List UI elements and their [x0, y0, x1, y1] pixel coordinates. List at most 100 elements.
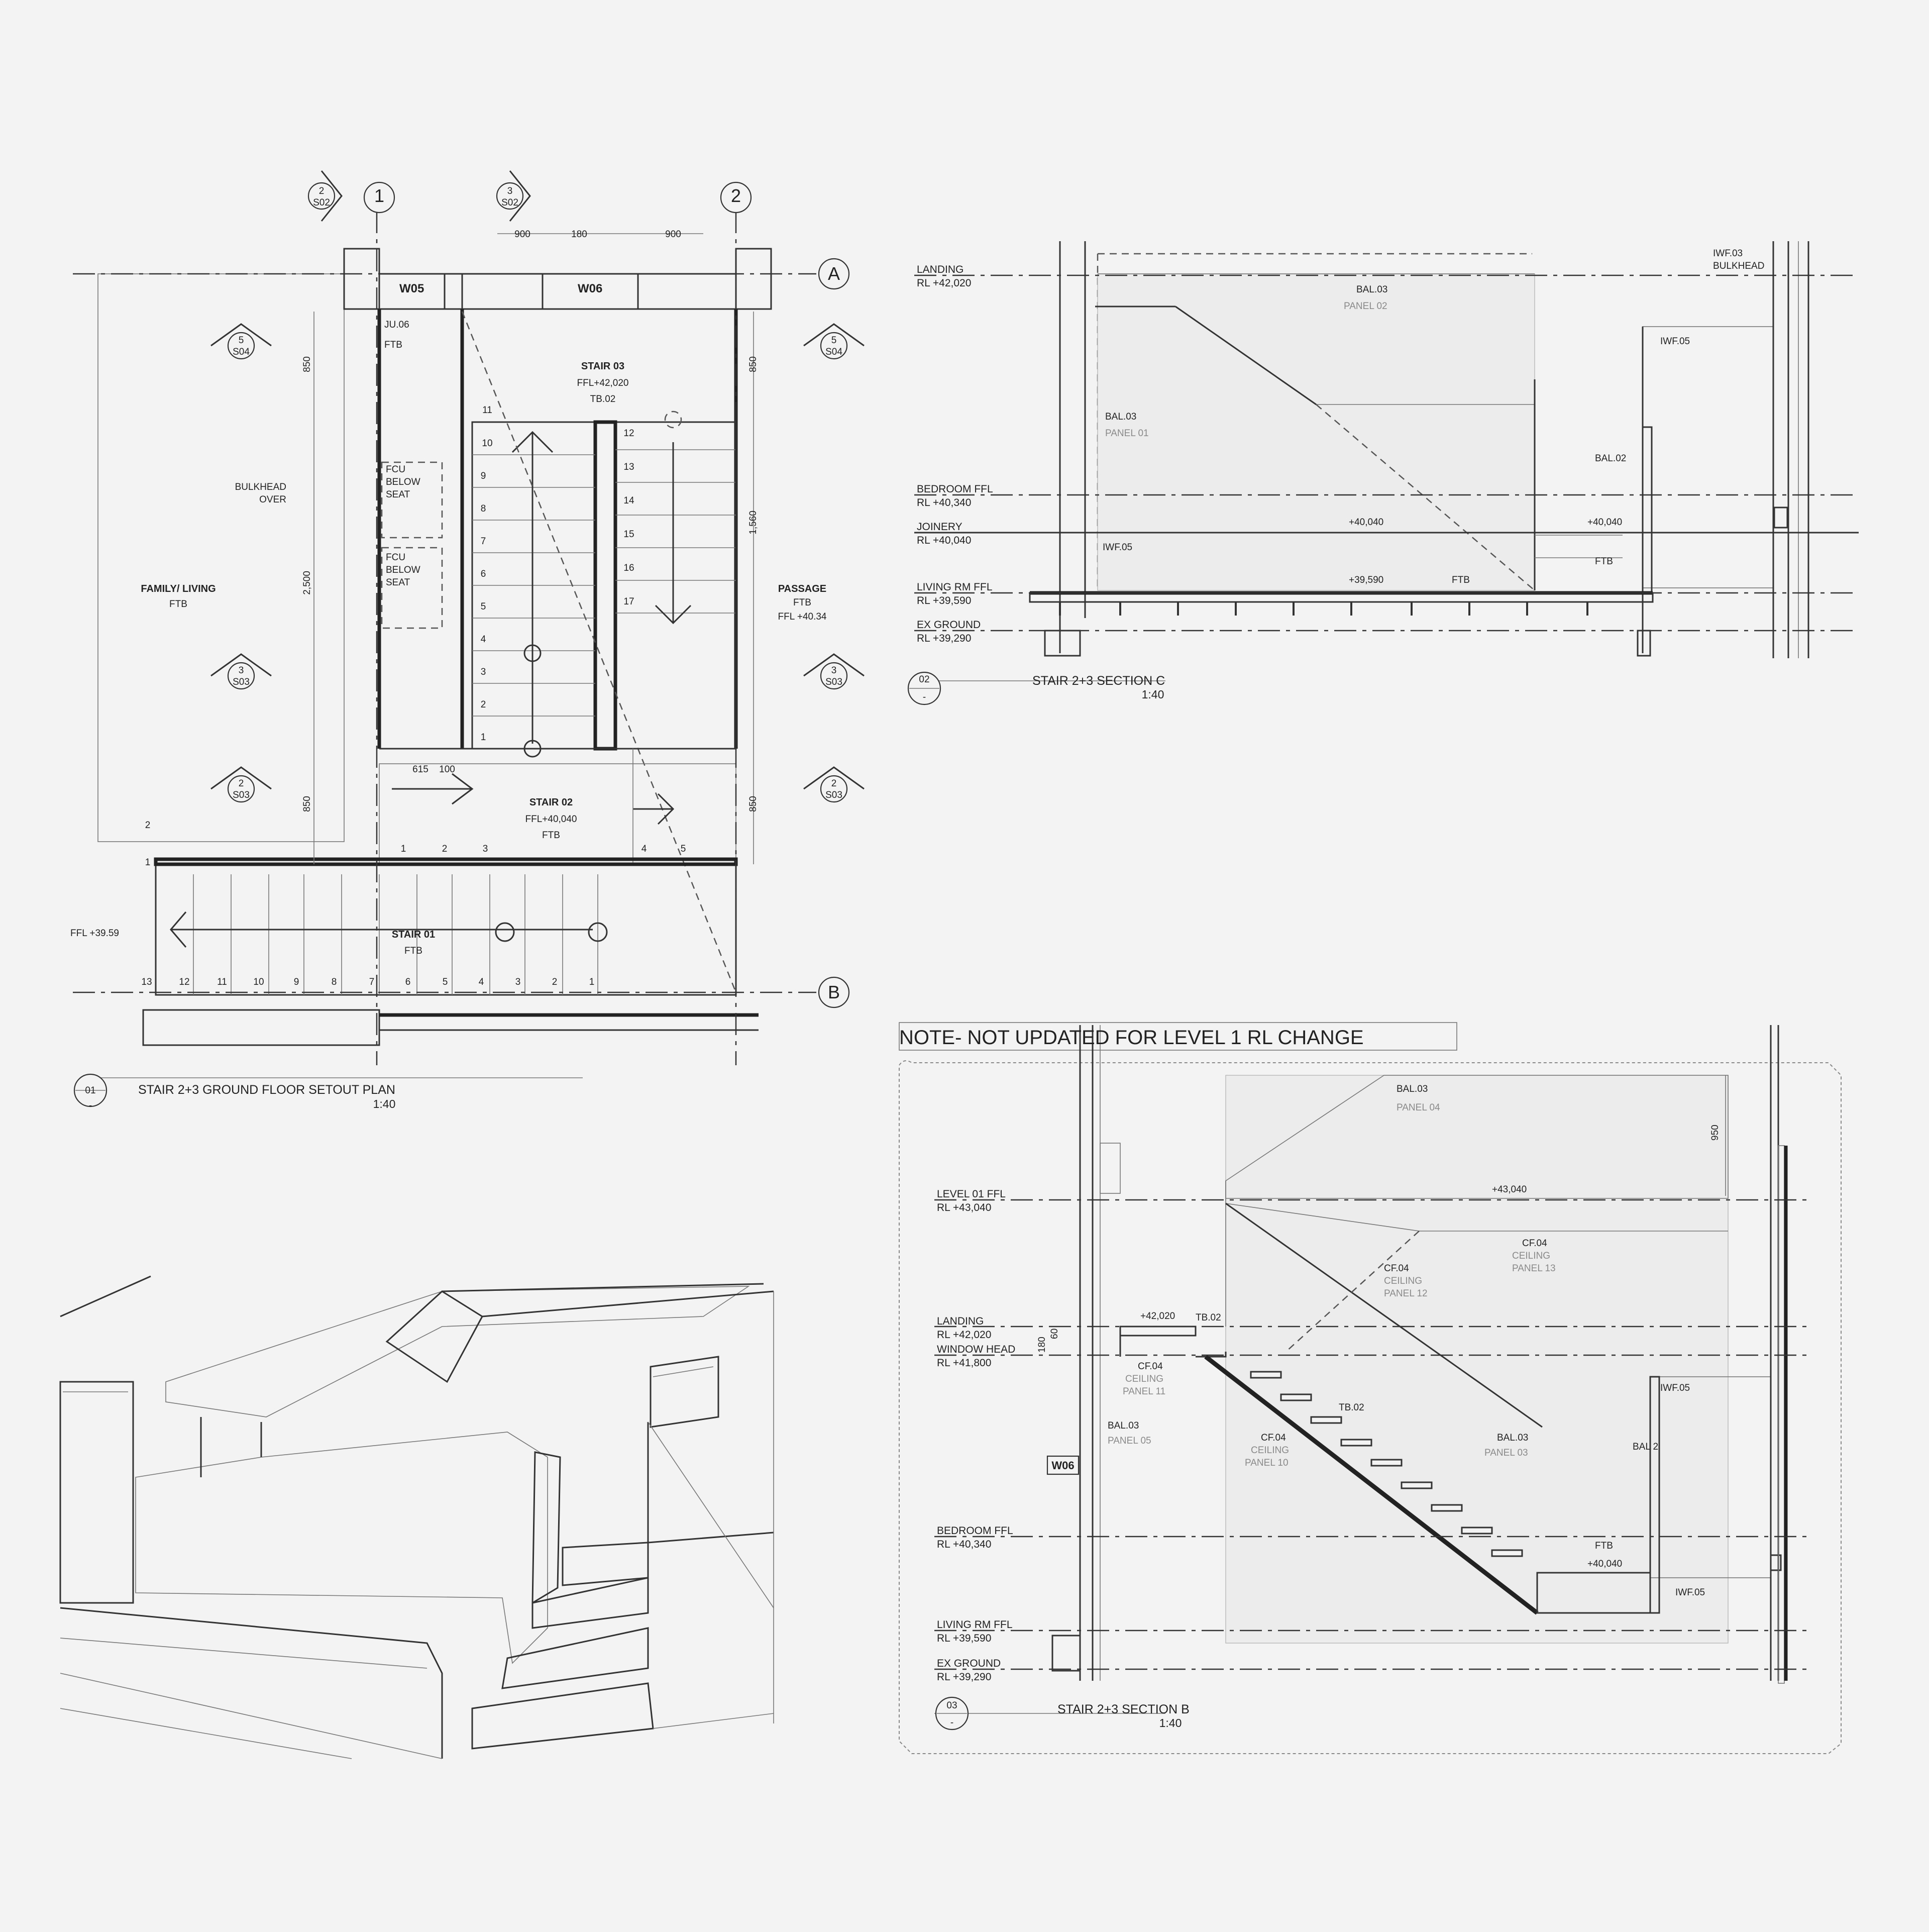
svg-text:+42,020: +42,020 [1140, 1311, 1175, 1321]
svg-text:10: 10 [482, 438, 492, 449]
svg-text:4: 4 [641, 844, 647, 854]
svg-text:900: 900 [665, 229, 681, 240]
svg-text:JU.06: JU.06 [384, 320, 409, 330]
svg-text:02: 02 [919, 674, 929, 685]
window-tag-w06: W06 [578, 282, 602, 295]
family-living-area [97, 273, 345, 842]
svg-text:180: 180 [571, 229, 587, 240]
svg-text:+40,040: +40,040 [1587, 1559, 1622, 1569]
svg-text:-: - [89, 1100, 92, 1111]
room-label-family-living: FAMILY/ LIVING [141, 583, 216, 594]
svg-text:1,560: 1,560 [748, 511, 759, 535]
svg-text:S02: S02 [313, 197, 330, 208]
svg-text:FTB: FTB [384, 340, 402, 350]
svg-text:180: 180 [1037, 1337, 1047, 1353]
svg-text:2: 2 [319, 186, 325, 196]
svg-text:S03: S03 [233, 790, 250, 800]
svg-text:8: 8 [332, 977, 337, 987]
svg-text:-: - [950, 1717, 953, 1728]
svg-text:FCU: FCU [386, 464, 405, 475]
ground-slab [142, 1009, 380, 1046]
svg-text:+43,040: +43,040 [1492, 1184, 1527, 1195]
svg-text:FFL+40,040: FFL+40,040 [525, 814, 577, 825]
column-2 [735, 248, 772, 310]
svg-text:2: 2 [552, 977, 558, 987]
perforated-balustrade-panel [135, 1432, 548, 1664]
section-c-view [907, 241, 1859, 705]
svg-text:PANEL 02: PANEL 02 [1344, 301, 1387, 312]
svg-text:IWF.05: IWF.05 [1660, 336, 1690, 347]
svg-text:CEILING: CEILING [1125, 1374, 1163, 1384]
svg-text:100: 100 [439, 764, 455, 775]
svg-text:EX GROUND: EX GROUND [937, 1658, 1001, 1669]
tread-numbers: 11 10 9 8 7 6 5 4 3 2 1 12 13 14 15 16 1… [141, 405, 686, 987]
svg-text:LEVEL 01 FFL: LEVEL 01 FFL [937, 1188, 1006, 1200]
svg-text:8: 8 [481, 503, 486, 514]
svg-text:3: 3 [831, 665, 837, 676]
svg-text:1:40: 1:40 [1142, 688, 1164, 701]
svg-text:5: 5 [681, 844, 686, 854]
svg-text:60: 60 [1049, 1329, 1060, 1339]
room-label-passage: PASSAGE [778, 583, 826, 594]
svg-text:RL +40,040: RL +40,040 [917, 535, 971, 546]
note-box [899, 1022, 1457, 1051]
svg-text:RL +39,290: RL +39,290 [937, 1671, 991, 1683]
svg-text:RL +42,020: RL +42,020 [917, 277, 971, 289]
svg-text:PANEL 04: PANEL 04 [1397, 1102, 1440, 1113]
svg-text:12: 12 [179, 977, 189, 987]
svg-text:BAL.03: BAL.03 [1105, 412, 1136, 422]
window-strip [378, 273, 737, 310]
section-b-view [899, 1022, 1842, 1754]
svg-text:RL +40,340: RL +40,340 [917, 497, 971, 509]
plan-view [73, 170, 865, 1107]
svg-text:BELOW: BELOW [386, 477, 420, 487]
svg-text:BAL.02: BAL.02 [1595, 453, 1626, 464]
svg-text:LIVING RM FFL: LIVING RM FFL [937, 1619, 1013, 1631]
svg-text:RL +39,590: RL +39,590 [917, 595, 971, 606]
svg-text:5: 5 [481, 601, 486, 612]
svg-text:FTB: FTB [1452, 575, 1470, 585]
svg-text:BELOW: BELOW [386, 565, 420, 575]
svg-text:5: 5 [831, 335, 837, 346]
svg-text:7: 7 [481, 536, 486, 547]
svg-text:1: 1 [401, 844, 406, 854]
svg-text:FFL +40.34: FFL +40.34 [778, 612, 827, 622]
svg-text:CF.04: CF.04 [1261, 1433, 1286, 1443]
svg-text:RL +39,590: RL +39,590 [937, 1633, 991, 1644]
svg-text:2: 2 [239, 778, 244, 789]
section-b-text: NOTE- NOT UPDATED FOR LEVEL 1 RL CHANGE … [899, 1027, 1721, 1730]
svg-text:3: 3 [483, 844, 488, 854]
svg-text:BAL.03: BAL.03 [1397, 1084, 1428, 1094]
svg-text:PANEL 10: PANEL 10 [1245, 1458, 1289, 1468]
svg-text:4: 4 [479, 977, 484, 987]
svg-text:+40,040: +40,040 [1349, 517, 1383, 528]
svg-text:13: 13 [141, 977, 152, 987]
plan-text: 1 2 A B 2 S02 3 S02 5 S04 5 S04 3 S03 3 … [70, 185, 842, 1111]
svg-text:01: 01 [85, 1085, 95, 1096]
svg-text:LIVING RM FFL: LIVING RM FFL [917, 581, 993, 593]
svg-text:PANEL 12: PANEL 12 [1384, 1288, 1428, 1299]
svg-text:FTB: FTB [169, 599, 187, 609]
stair-03-label: STAIR 03 [581, 361, 624, 372]
svg-text:17: 17 [623, 596, 634, 607]
window-tag-w06-section: W06 [1051, 1459, 1074, 1472]
svg-text:S04: S04 [825, 347, 842, 357]
svg-text:S02: S02 [501, 197, 518, 208]
grid-label-1: 1 [374, 185, 384, 206]
svg-text:3: 3 [515, 977, 521, 987]
svg-text:6: 6 [405, 977, 411, 987]
section-c-title: STAIR 2+3 SECTION C [1032, 674, 1165, 688]
svg-text:PANEL 11: PANEL 11 [1123, 1386, 1165, 1397]
svg-text:PANEL 13: PANEL 13 [1512, 1263, 1556, 1274]
svg-text:PANEL 03: PANEL 03 [1484, 1448, 1528, 1458]
column-1 [343, 248, 380, 310]
svg-text:S03: S03 [825, 790, 842, 800]
svg-text:FTB: FTB [404, 946, 422, 956]
svg-text:2: 2 [481, 699, 486, 710]
svg-text:850: 850 [302, 796, 312, 812]
svg-text:4: 4 [481, 634, 486, 645]
svg-text:IWF.03: IWF.03 [1713, 248, 1743, 259]
svg-text:850: 850 [748, 356, 759, 372]
grid-bubble-2 [720, 181, 752, 214]
